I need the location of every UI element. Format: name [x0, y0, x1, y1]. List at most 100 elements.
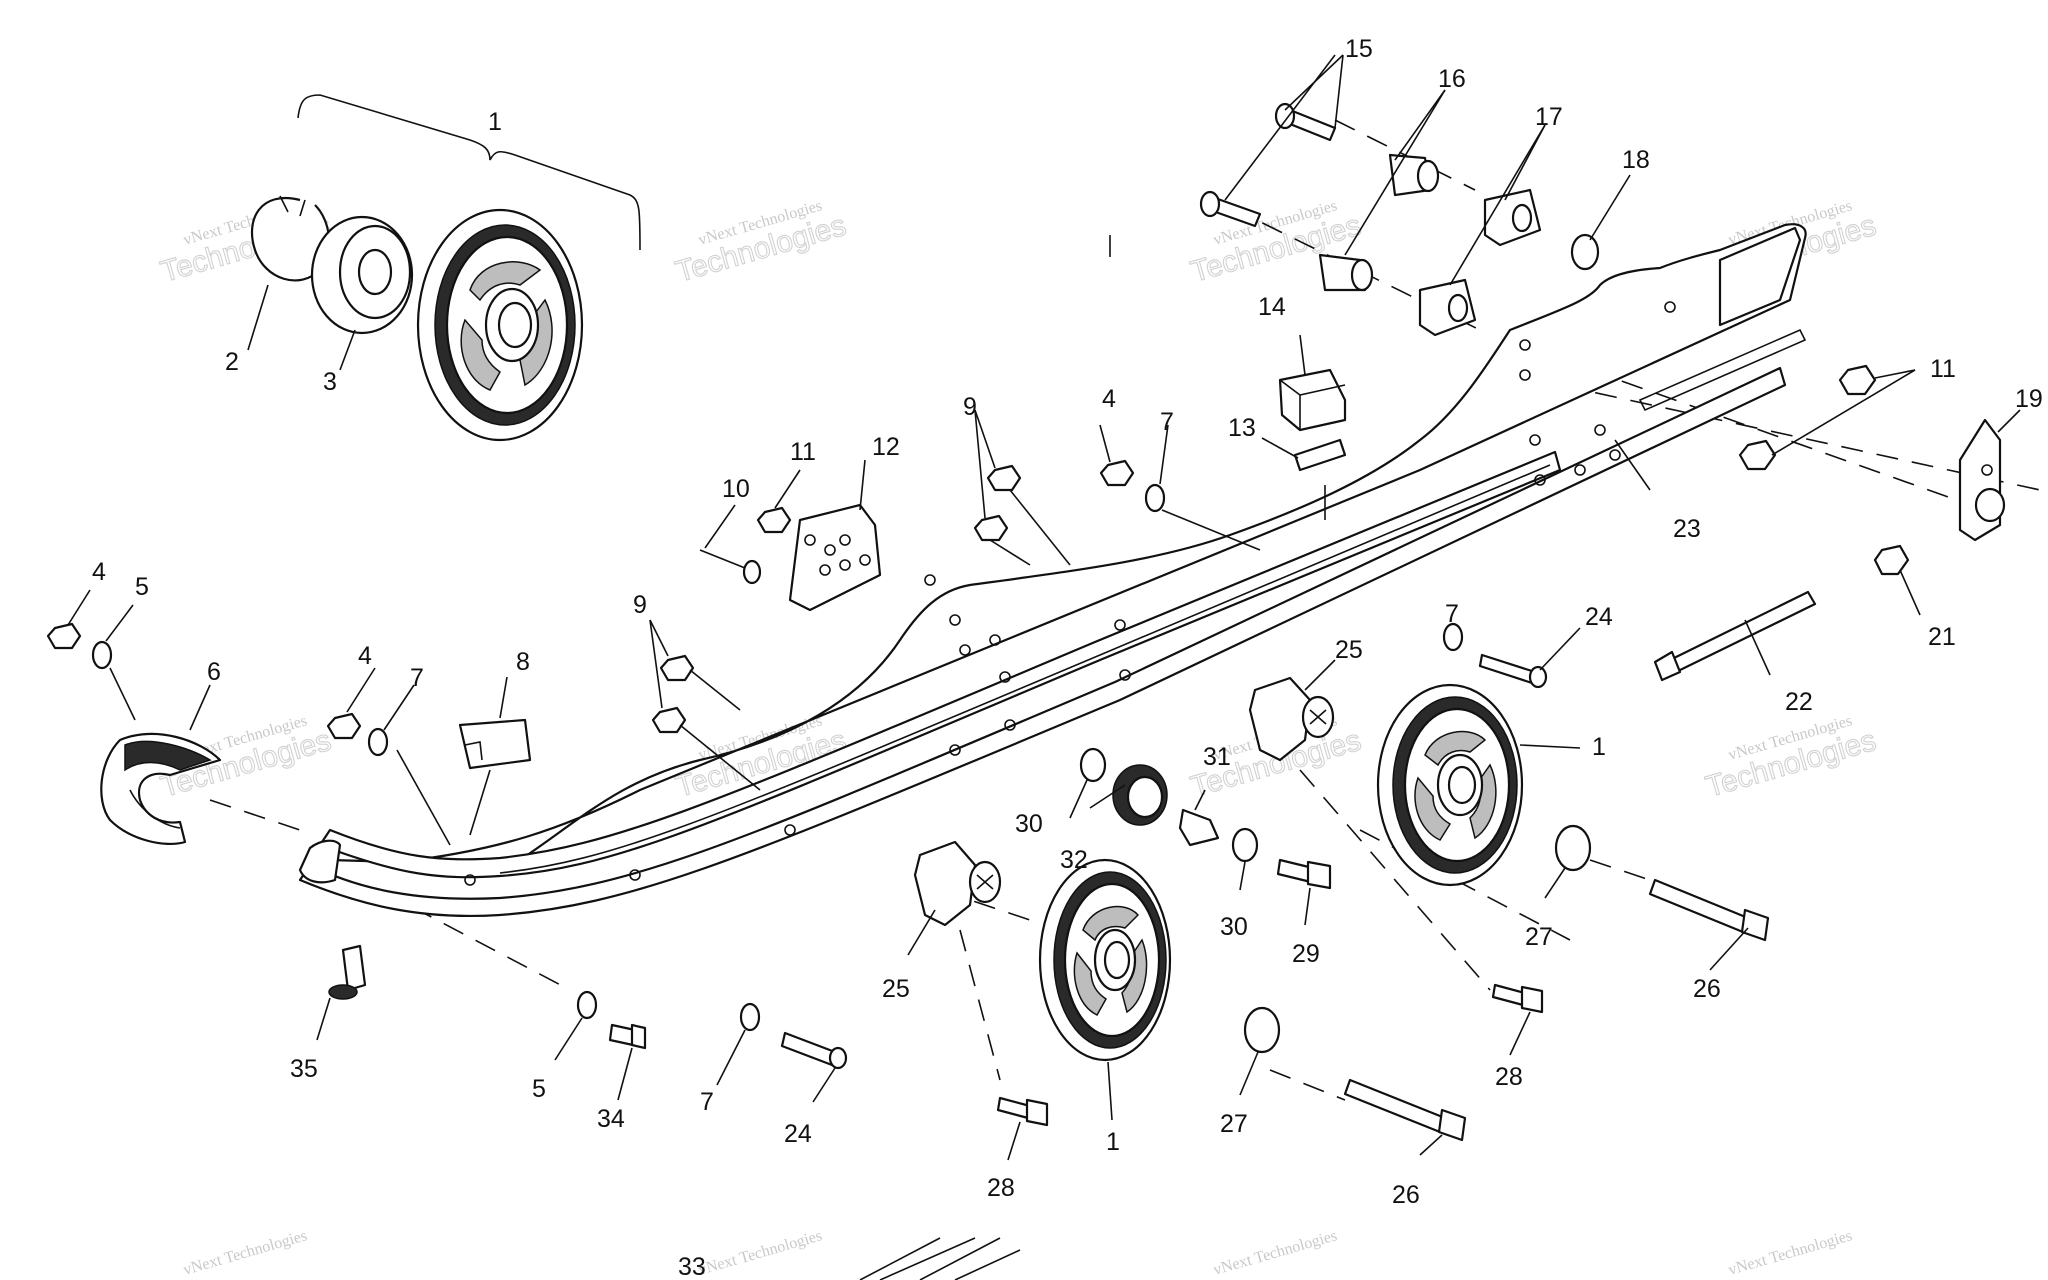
rail-holes [464, 301, 1676, 886]
rivet-head [742, 559, 762, 585]
part-edge [879, 1237, 976, 1280]
callout-1-mid: 1 [1592, 733, 1606, 761]
spacer-hole [1447, 293, 1469, 323]
plate-hole [859, 554, 871, 566]
wheel-bearing [310, 215, 414, 335]
clip-edges [1279, 379, 1346, 430]
callout-31: 31 [1203, 743, 1231, 771]
callout-23: 23 [1673, 515, 1701, 543]
callout-2: 2 [225, 348, 239, 376]
nut-9c [986, 464, 1022, 492]
rail-hole [959, 644, 971, 656]
washer-7-mid [1144, 483, 1166, 513]
rail-hole [1519, 339, 1531, 351]
bracket-tube [1974, 487, 2006, 523]
callout-21: 21 [1928, 623, 1956, 651]
rail-hole [1534, 474, 1546, 486]
bolt-22 [1653, 590, 1817, 682]
plate-hole [824, 544, 836, 556]
rivet-shank [699, 549, 746, 569]
bolt-shank [1491, 983, 1527, 1007]
callout-27-right: 27 [1525, 923, 1553, 951]
leader-lines [67, 54, 2021, 1161]
spacer-31 [1178, 808, 1220, 847]
washer-30-right [1231, 827, 1259, 863]
nut-11-right [1738, 364, 1877, 471]
watermark-text: vNext Technologies [1211, 1227, 1339, 1279]
watermark: vNext Technologies [181, 1227, 309, 1279]
nut-9a [659, 654, 695, 682]
bolt-head [828, 1046, 848, 1070]
callout-32: 32 [1060, 846, 1088, 874]
part-edge [954, 1249, 1021, 1280]
bracket-hole [1981, 464, 1993, 476]
bushing-32 [1112, 764, 1168, 826]
rail-inner-slot [499, 464, 1551, 874]
bolt-head [1306, 860, 1332, 890]
watermark-text: vNext Technologies [181, 1227, 309, 1279]
rail-front-tip [298, 839, 342, 884]
callout-1-bottom: 1 [1106, 1128, 1120, 1156]
bolt-shank [1478, 653, 1537, 685]
callout-7-top: 7 [1160, 408, 1174, 436]
bushing-end [1416, 159, 1440, 193]
plate-body [788, 503, 882, 612]
washer-7-right [1442, 622, 1464, 652]
slide-rail [298, 223, 1807, 918]
callout-5-left: 5 [135, 573, 149, 601]
callout-17: 17 [1535, 103, 1563, 131]
callout-28-right: 28 [1495, 1063, 1523, 1091]
rail-hole [1114, 619, 1126, 631]
mid-hardware [46, 459, 1548, 770]
plate-hole [839, 534, 851, 546]
plate-hole [839, 559, 851, 571]
bolt-34 [608, 1023, 647, 1050]
wheel-spoke [1414, 776, 1452, 841]
watermark: vNext Technologies [1726, 1227, 1854, 1279]
callout-18: 18 [1622, 146, 1650, 174]
bolt-29 [1276, 858, 1332, 890]
rail-wear-strip [1638, 328, 1807, 412]
bolt-15b [1199, 190, 1262, 228]
rail-lower-bar [318, 450, 1562, 879]
bushing-end [1350, 258, 1374, 292]
nut-4-front [326, 712, 362, 740]
callout-11-mid: 11 [790, 438, 816, 466]
callout-6: 6 [207, 658, 221, 686]
plate-hole [804, 534, 816, 546]
rivet-head [328, 984, 358, 1000]
callout-10: 10 [722, 475, 750, 503]
callout-9-left: 9 [633, 591, 647, 619]
plate-12 [788, 503, 882, 612]
wheel-spoke [1424, 730, 1487, 767]
hex-nut [1838, 364, 1877, 396]
washer-18 [1570, 233, 1600, 271]
callout-9-top: 9 [963, 393, 977, 421]
rail-upper-frame [328, 223, 1807, 872]
bracket-body [1248, 676, 1312, 762]
bolt-head [1437, 1108, 1467, 1142]
pin-13 [1293, 438, 1347, 472]
callout-12: 12 [872, 433, 900, 461]
bolt-head [1274, 102, 1296, 130]
watermark: vNext Technologies Technologies [672, 197, 851, 289]
callout-5-bottom: 5 [532, 1075, 546, 1103]
rail-hole [1574, 464, 1586, 476]
callout-15: 15 [1345, 35, 1373, 63]
bolt-shank [1668, 590, 1817, 674]
callout-26-bottom: 26 [1392, 1181, 1420, 1209]
nut-4-mid [1099, 459, 1135, 487]
axle-bracket-left [913, 840, 1002, 927]
rail-hole [949, 614, 961, 626]
toe-cap-stripe [124, 740, 212, 772]
bracket-bore-cross [976, 874, 994, 890]
bolt-28-right [1491, 983, 1544, 1014]
wheel-spoke [469, 261, 542, 302]
rivet-10 [699, 549, 762, 585]
wheel-hub-bore [1103, 940, 1131, 980]
callout-3: 3 [323, 368, 337, 396]
bracket-body [1958, 418, 2002, 542]
lower-wheel-assemblies [859, 676, 1770, 1280]
nut-9b [651, 706, 687, 734]
